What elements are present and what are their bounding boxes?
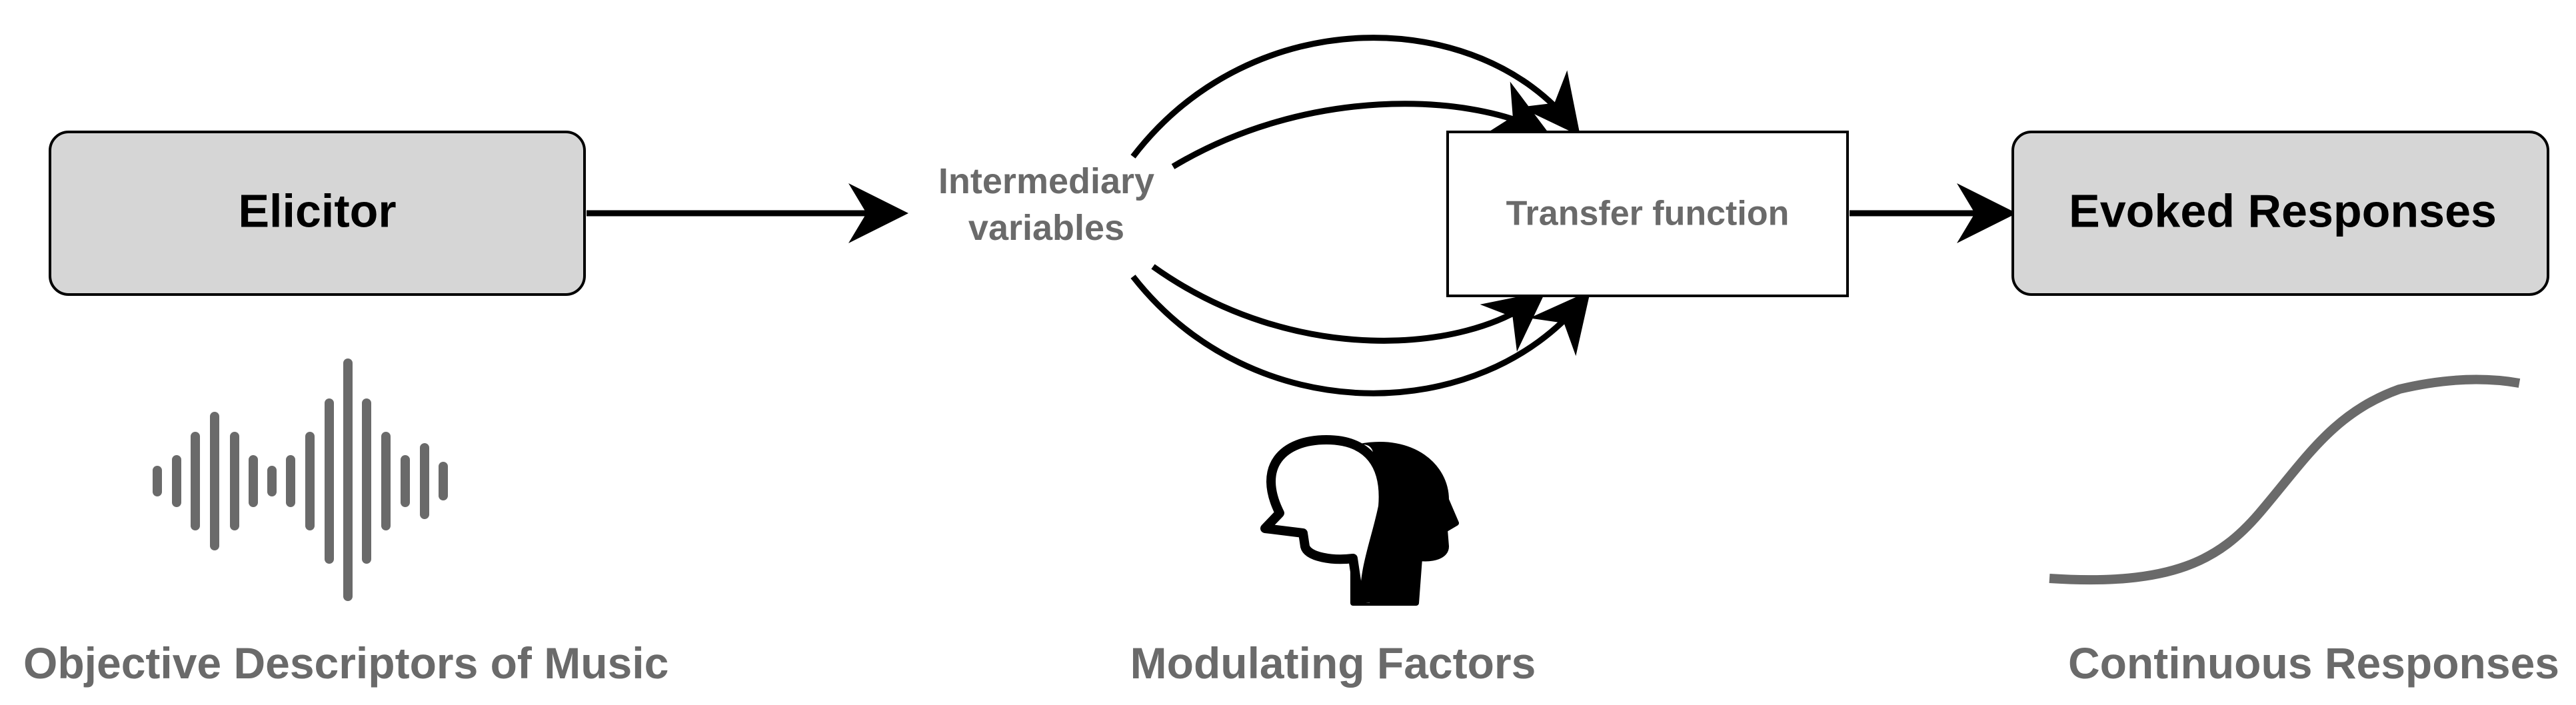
transfer-function-label: Transfer function: [1506, 195, 1790, 233]
transfer-function-node: Transfer function: [1446, 131, 1849, 297]
curve-arrow-bottom-inner: [1151, 264, 1546, 352]
curve-arrow-top-inner: [1171, 81, 1551, 169]
two-heads-icon: [1260, 435, 1459, 606]
sigmoid-curve-icon: [2049, 374, 2521, 585]
caption-modulating-factors: Modulating Factors: [1130, 638, 1536, 688]
evoked-responses-label: Evoked Responses: [2069, 185, 2497, 237]
caption-objective-descriptors: Objective Descriptors of Music: [23, 638, 668, 688]
caption-continuous-responses: Continuous Responses: [2068, 638, 2559, 688]
intermediary-label-line1: Intermediary: [938, 161, 1154, 201]
curved-arrows: [1130, 35, 1591, 396]
sound-waveform-icon: [153, 358, 448, 601]
intermediary-label-line2: variables: [968, 208, 1124, 248]
elicitor-node: Elicitor: [49, 131, 586, 296]
intermediary-node: Intermediary variables: [938, 161, 1154, 248]
elicitor-label: Elicitor: [238, 185, 396, 237]
evoked-responses-node: Evoked Responses: [2011, 131, 2549, 296]
curve-arrow-bottom-outer: [1130, 275, 1591, 396]
